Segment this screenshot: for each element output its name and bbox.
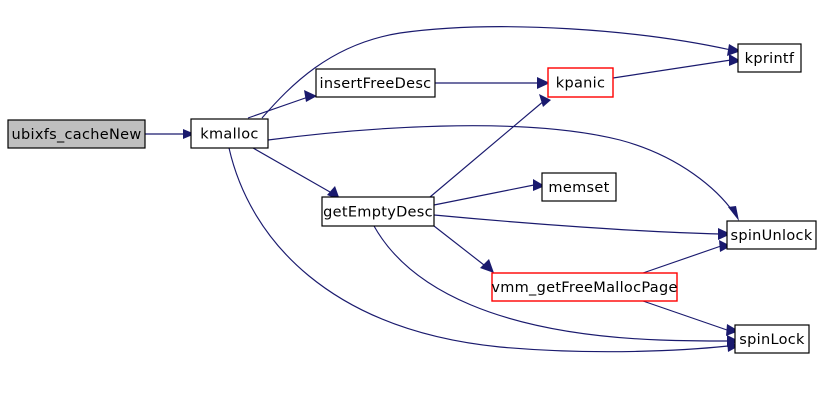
edge-line (642, 245, 722, 274)
node-kmalloc[interactable]: kmalloc (190, 118, 269, 149)
arrowhead-icon (729, 54, 741, 66)
arrowhead-icon (718, 228, 731, 240)
arrowhead-icon (539, 94, 551, 107)
edge-line (247, 95, 312, 119)
edge-getEmptyDesc-to-spinUnlock (433, 214, 731, 240)
edge-vmm_getFreeMallocPage-to-spinUnlock (642, 240, 731, 274)
arrowhead-icon (719, 240, 731, 252)
edge-line (433, 184, 535, 206)
edge-kpanic-to-kprintf (612, 54, 741, 79)
arrowhead-icon (537, 77, 550, 89)
node-label: spinLock (739, 332, 805, 348)
node-label: insertFreeDesc (320, 76, 432, 92)
edges-layer (145, 26, 741, 353)
node-box[interactable] (737, 43, 802, 73)
node-box[interactable] (321, 196, 435, 227)
node-box[interactable] (547, 67, 614, 98)
edge-line (612, 59, 732, 79)
arrowhead-icon (727, 44, 741, 56)
node-vmm_getFreeMallocPage[interactable]: vmm_getFreeMallocPage (491, 272, 678, 302)
edge-insertFreeDesc-to-kpanic (435, 77, 550, 89)
arrowhead-icon (533, 179, 545, 191)
node-memset[interactable]: memset (541, 172, 617, 202)
edge-line (373, 225, 729, 342)
edge-kmalloc-to-getEmptyDesc (252, 147, 340, 200)
node-box[interactable] (315, 68, 436, 98)
edge-getEmptyDesc-to-memset (433, 179, 545, 206)
arrowhead-icon (304, 90, 317, 102)
node-box[interactable] (734, 324, 810, 354)
edge-vmm_getFreeMallocPage-to-spinLock (642, 300, 739, 336)
edge-getEmptyDesc-to-kpanic (429, 94, 551, 198)
edge-kmalloc-to-kprintf (261, 26, 741, 119)
edge-getEmptyDesc-to-vmm_getFreeMallocPage (433, 225, 494, 273)
node-label: getEmptyDesc (323, 205, 433, 221)
node-label: kmalloc (200, 127, 258, 143)
arrowhead-icon (183, 129, 195, 139)
edge-ubixfs_cacheNew-to-kmalloc (145, 129, 195, 139)
node-box[interactable] (491, 272, 678, 302)
nodes-layer: ubixfs_cacheNew kmalloc insertFreeDesc kpan… (7, 43, 817, 354)
node-label: kpanic (556, 76, 605, 92)
edge-kmalloc-to-insertFreeDesc (247, 90, 317, 119)
edge-line (433, 225, 485, 266)
node-insertFreeDesc[interactable]: insertFreeDesc (315, 68, 436, 98)
edge-line (433, 214, 721, 235)
edge-line (642, 300, 728, 331)
edge-kmalloc-to-spinLock (228, 147, 739, 353)
node-label: ubixfs_cacheNew (12, 127, 142, 143)
arrowhead-icon (727, 340, 739, 352)
node-label: vmm_getFreeMallocPage (491, 280, 677, 296)
edge-line (267, 125, 735, 214)
node-box[interactable] (541, 172, 617, 202)
arrowhead-icon (480, 259, 494, 273)
node-label: kprintf (745, 51, 795, 67)
edge-kmalloc-to-spinUnlock (267, 125, 739, 221)
edge-line (261, 26, 732, 119)
node-label: spinUnlock (730, 228, 812, 244)
edge-line (228, 147, 729, 353)
edge-line (252, 147, 331, 193)
node-kprintf[interactable]: kprintf (737, 43, 802, 73)
node-spinLock[interactable]: spinLock (734, 324, 810, 354)
node-kpanic[interactable]: kpanic (547, 67, 614, 98)
node-box[interactable] (7, 119, 146, 149)
arrowhead-icon (728, 206, 739, 221)
node-box[interactable] (190, 118, 269, 149)
node-label: memset (548, 180, 609, 196)
arrowhead-icon (726, 324, 739, 336)
node-getEmptyDesc[interactable]: getEmptyDesc (321, 196, 435, 227)
node-box[interactable] (726, 220, 817, 250)
node-spinUnlock[interactable]: spinUnlock (726, 220, 817, 250)
edge-line (429, 99, 546, 198)
node-ubixfs_cacheNew[interactable]: ubixfs_cacheNew (7, 119, 146, 149)
